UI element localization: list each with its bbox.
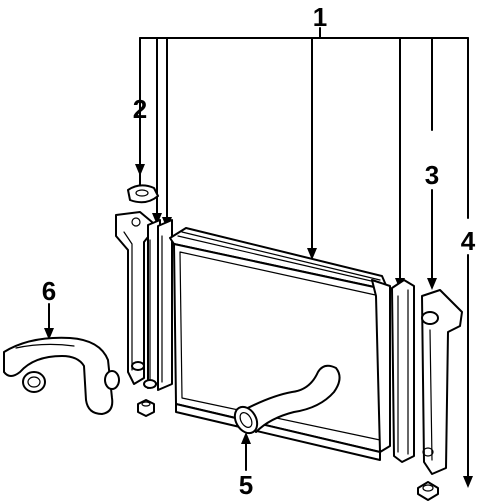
callout-6: 6 xyxy=(42,276,56,306)
callout-4: 4 xyxy=(461,226,476,256)
callout-5: 5 xyxy=(239,470,253,500)
insulator-grommet xyxy=(127,184,159,204)
left-side-bracket xyxy=(115,211,153,385)
callout-labels: 1 2 3 4 5 6 xyxy=(42,2,476,500)
arrow-heads xyxy=(44,164,473,488)
lower-radiator-hose xyxy=(233,364,341,435)
mounting-bolt xyxy=(417,481,439,501)
transmission-cooler-hose xyxy=(3,336,120,415)
callout-2: 2 xyxy=(133,94,147,124)
left-seal-strips xyxy=(143,219,173,391)
lower-nut xyxy=(137,399,155,417)
radiator-core xyxy=(169,227,391,461)
callout-1: 1 xyxy=(313,2,327,32)
right-seal-strip xyxy=(391,279,415,463)
callout-3: 3 xyxy=(425,160,439,190)
right-side-bracket xyxy=(421,289,463,475)
